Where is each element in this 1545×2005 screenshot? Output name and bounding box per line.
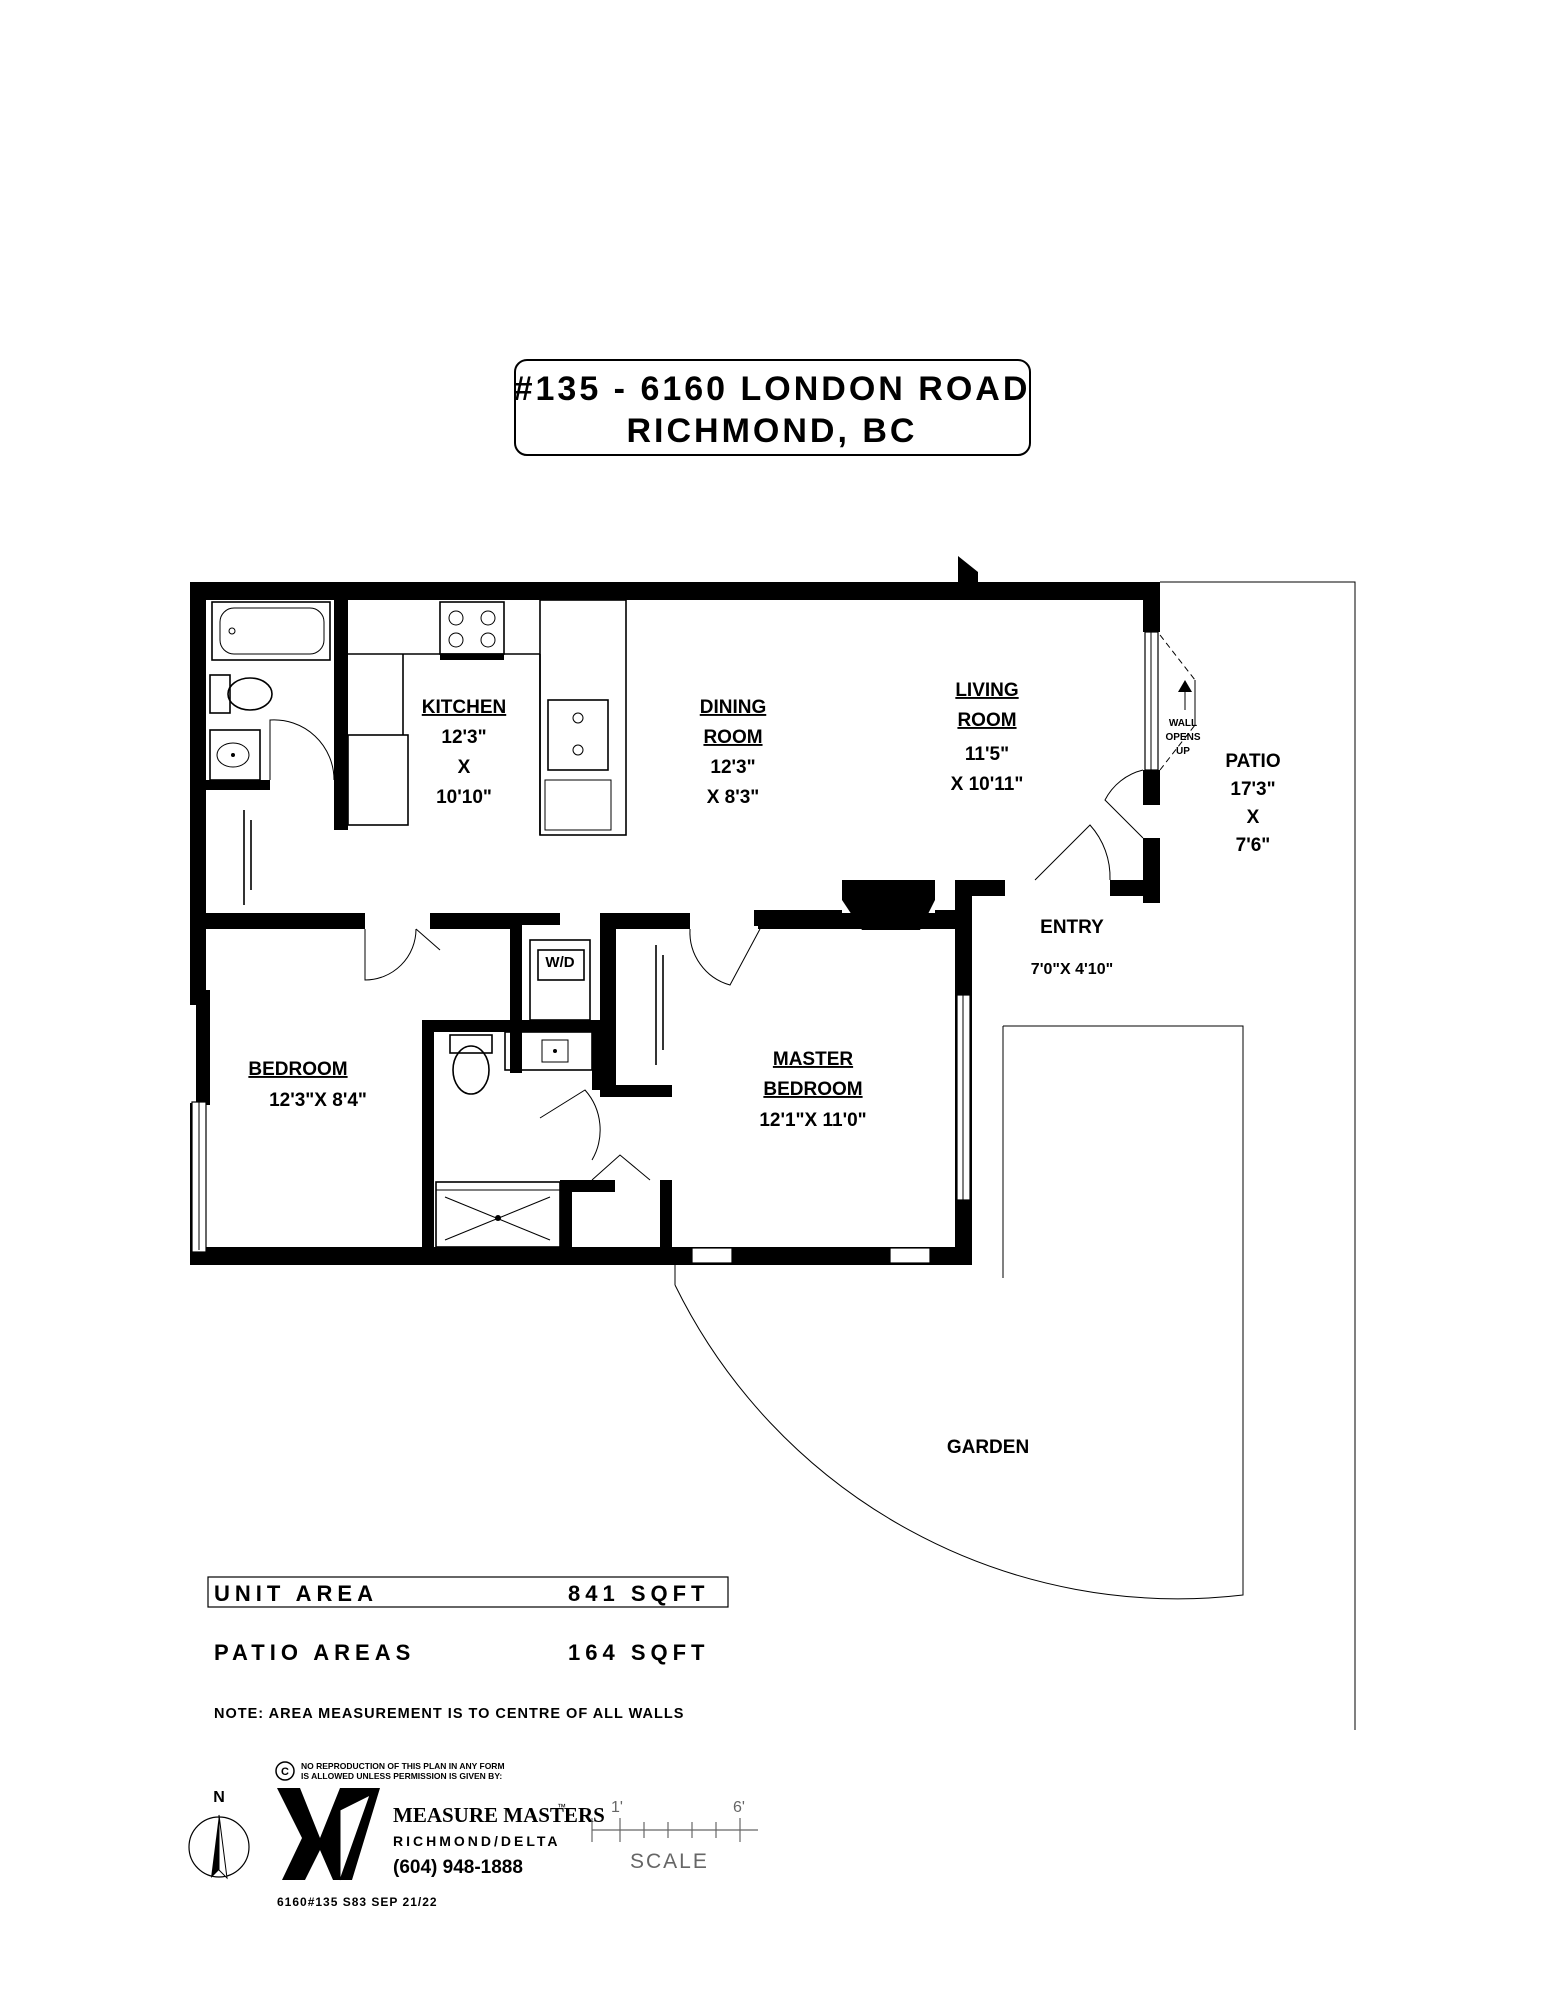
garden-label: GARDEN: [947, 1437, 1029, 1458]
shower-icon: [435, 1181, 561, 1248]
svg-text:10'10": 10'10": [436, 787, 492, 808]
measure-masters-logo: C NO REPRODUCTION OF THIS PLAN IN ANY FO…: [275, 1761, 605, 1909]
toilet-icon: [449, 1034, 493, 1095]
svg-text:17'3": 17'3": [1230, 779, 1275, 800]
brand-name: MEASURE MASTERS: [393, 1803, 605, 1827]
north-label: N: [213, 1789, 225, 1806]
doors: [269, 634, 1196, 1181]
exterior-outline: [674, 581, 1356, 1730]
svg-text:OPENS: OPENS: [1165, 732, 1200, 743]
room-labels: KITCHEN 12'3" X 10'10" DINING ROOM 12'3"…: [248, 680, 1281, 1458]
compass-icon: N: [188, 1789, 250, 1880]
svg-text:1': 1': [611, 1799, 623, 1816]
svg-text:X: X: [1247, 807, 1260, 828]
svg-text:6': 6': [733, 1799, 745, 1816]
svg-text:MASTER: MASTER: [773, 1049, 854, 1070]
stove-icon: [439, 601, 505, 660]
svg-text:11'5": 11'5": [965, 744, 1009, 765]
unit-area-label: UNIT AREA: [214, 1581, 378, 1606]
scale-bar: 1' 6' SCALE: [591, 1799, 758, 1873]
entry-label: ENTRY 7'0"X 4'10": [1031, 917, 1113, 978]
windows: [191, 631, 1159, 1264]
svg-text:X 8'3": X 8'3": [707, 787, 760, 808]
area-note: NOTE: AREA MEASUREMENT IS TO CENTRE OF A…: [214, 1706, 684, 1722]
svg-text:BEDROOM: BEDROOM: [763, 1079, 862, 1100]
walls: [190, 556, 1160, 1265]
wall-opens-label: WALL OPENS UP: [1165, 680, 1201, 757]
brand-phone: (604) 948-1888: [393, 1857, 523, 1878]
svg-text:KITCHEN: KITCHEN: [422, 697, 506, 718]
svg-text:7'0"X 4'10": 7'0"X 4'10": [1031, 961, 1113, 978]
svg-text:PATIO: PATIO: [1225, 751, 1280, 772]
svg-text:BEDROOM: BEDROOM: [248, 1059, 347, 1080]
svg-text:™: ™: [557, 1802, 566, 1812]
patio-area-label: PATIO AREAS: [214, 1640, 415, 1665]
master-bedroom-label: MASTER BEDROOM 12'1"X 11'0": [759, 1049, 866, 1131]
address-line-2: RICHMOND, BC: [627, 412, 918, 450]
svg-text:12'3": 12'3": [441, 727, 486, 748]
svg-text:ROOM: ROOM: [703, 727, 762, 748]
svg-text:12'1"X 11'0": 12'1"X 11'0": [759, 1110, 866, 1131]
svg-text:ROOM: ROOM: [957, 710, 1016, 731]
svg-text:X: X: [458, 757, 471, 778]
svg-text:IS ALLOWED UNLESS PERMISSION I: IS ALLOWED UNLESS PERMISSION IS GIVEN BY…: [301, 1771, 502, 1781]
kitchen-fixtures: [347, 599, 627, 836]
copyright-mark: C: [275, 1761, 295, 1781]
dining-room-label: DINING ROOM 12'3" X 8'3": [700, 697, 767, 808]
svg-text:12'3"X 8'4": 12'3"X 8'4": [269, 1090, 367, 1111]
svg-text:UP: UP: [1176, 746, 1190, 757]
address-line-1: #135 - 6160 LONDON ROAD: [514, 370, 1031, 408]
patio-label: PATIO 17'3" X 7'6": [1225, 751, 1280, 856]
brand-city: RICHMOND/DELTA: [393, 1833, 560, 1849]
area-summary: UNIT AREA 841 SQFT PATIO AREAS 164 SQFT …: [207, 1576, 729, 1722]
wd-label: W/D: [545, 954, 574, 971]
svg-text:12'3": 12'3": [710, 757, 755, 778]
closets: [243, 810, 664, 1065]
bedroom-label: BEDROOM 12'3"X 8'4": [248, 1059, 367, 1111]
plan-reference: 6160#135 S83 SEP 21/22: [277, 1895, 438, 1909]
svg-text:X 10'11": X 10'11": [951, 774, 1024, 795]
patio-area-value: 164 SQFT: [568, 1640, 709, 1665]
copyright-text: NO REPRODUCTION OF THIS PLAN IN ANY FORM: [301, 1761, 505, 1771]
kitchen-label: KITCHEN 12'3" X 10'10": [422, 697, 506, 808]
svg-text:ENTRY: ENTRY: [1040, 917, 1104, 938]
toilet-icon: [209, 674, 273, 714]
bathtub-icon: [211, 601, 331, 661]
sink-icon: [209, 729, 261, 781]
address-title-box: #135 - 6160 LONDON ROAD RICHMOND, BC: [514, 359, 1031, 456]
sink-icon: [504, 1031, 593, 1071]
svg-text:DINING: DINING: [700, 697, 767, 718]
living-room-label: LIVING ROOM 11'5" X 10'11": [951, 680, 1024, 795]
unit-area-value: 841 SQFT: [568, 1581, 709, 1606]
washer-dryer: W/D: [529, 939, 591, 1021]
svg-text:LIVING: LIVING: [955, 680, 1018, 701]
svg-text:C: C: [281, 1766, 289, 1778]
svg-text:WALL: WALL: [1169, 718, 1197, 729]
scale-label: SCALE: [630, 1850, 709, 1873]
svg-text:7'6": 7'6": [1236, 835, 1271, 856]
